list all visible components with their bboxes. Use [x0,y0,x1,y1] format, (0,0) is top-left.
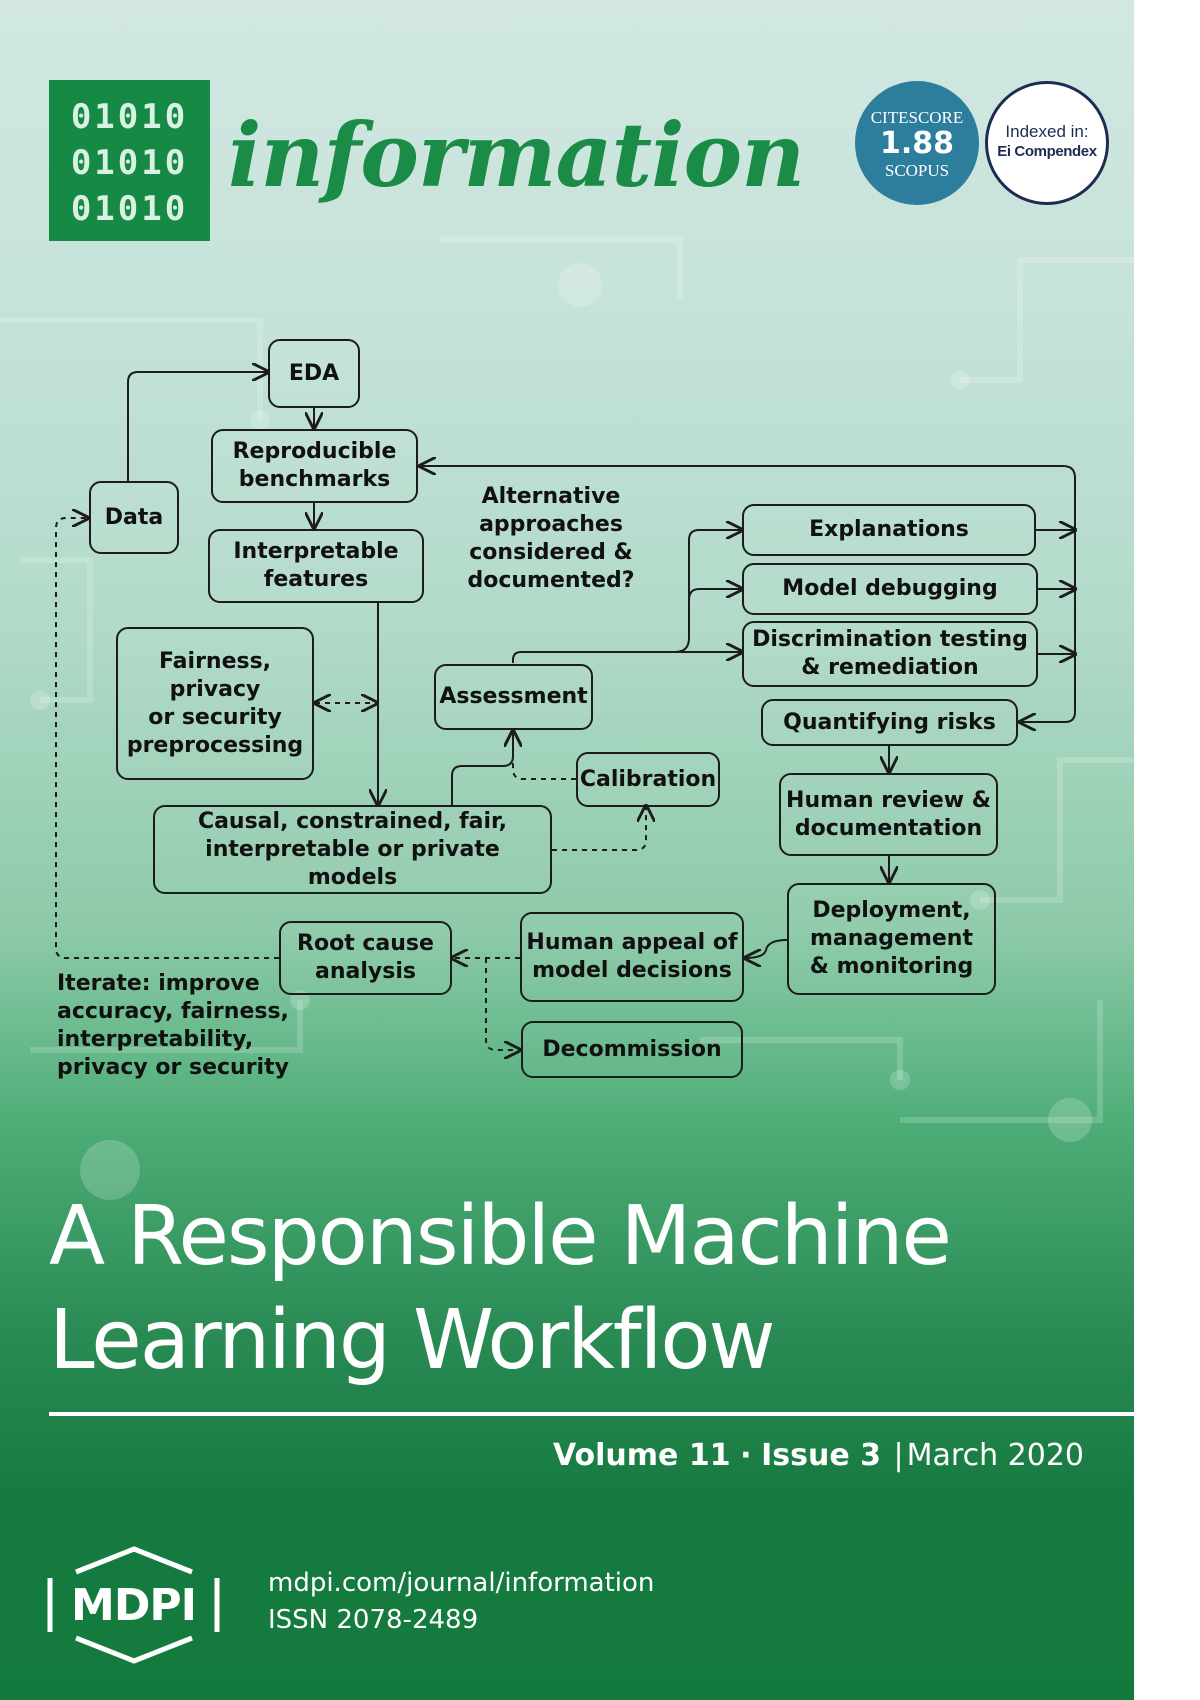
article-headline: A Responsible Machine Learning Workflow [49,1185,1109,1393]
node-calibration: Calibration [576,752,720,807]
node-eda: EDA [268,339,360,408]
logo-binary-row: 01010 [70,143,189,183]
arrow-loop-to-benchmarks [420,466,1076,479]
issue-label: Issue 3 [761,1438,881,1473]
node-human-review: Human review &documentation [779,773,998,856]
arrow-models-to-assessment [451,731,513,805]
arrow-deployment-to-appeal [745,939,788,958]
node-decommission-label: Decommission [542,1036,722,1062]
mdpi-logo-text: MDPI [71,1579,197,1631]
citescore-badge: CITESCORE 1.88 SCOPUS [855,81,979,205]
issue-date: March 2020 [906,1438,1084,1473]
citescore-value: 1.88 [879,126,955,161]
node-assessment: Assessment [434,664,593,730]
node-data-label: Data [104,504,164,530]
node-data: Data [89,481,179,554]
node-deployment-label: Deployment,management& monitoring [809,898,974,979]
logo-binary-row: 01010 [70,97,189,137]
node-eda-label: EDA [288,360,340,386]
indexed-name: Ei Compendex [997,143,1097,160]
node-calibration-label: Calibration [579,766,717,792]
citescore-source: SCOPUS [884,161,950,180]
logo-binary-row: 01010 [70,189,189,229]
workflow-connectors [55,0,1134,1120]
node-deployment: Deployment,management& monitoring [787,883,996,995]
headline-line: A Responsible Machine [49,1189,952,1284]
arrow-assessment-to-explanations [512,530,742,663]
indexed-label: Indexed in: [1005,122,1089,141]
divider-rule [49,1412,1134,1416]
node-assessment-label: Assessment [439,684,588,709]
citescore-label: CITESCORE [870,108,964,127]
node-causal-label: Causal, constrained, fair,interpretable … [197,808,508,890]
node-explanations: Explanations [742,504,1036,556]
arrow-to-decommission [485,958,520,1050]
issue-dot: · [740,1438,752,1473]
arrow-models-to-calibration [552,806,646,851]
node-quantifying-risks: Quantifying risks [761,699,1018,746]
node-human-review-label: Human review &documentation [786,787,991,841]
node-causal-models: Causal, constrained, fair,interpretable … [153,805,552,894]
node-model-debugging-label: Model debugging [782,576,998,601]
journal-title: information [228,103,805,207]
arrow-assessment-to-debugging [688,589,742,601]
arrow-data-to-eda [127,372,268,481]
node-explanations-label: Explanations [809,517,969,542]
arrow-to-quantifying-risks [1020,476,1076,722]
node-quantifying-label: Quantifying risks [783,709,996,735]
journal-url[interactable]: mdpi.com/journal/information [268,1568,655,1598]
node-decommission: Decommission [521,1021,743,1078]
arrow-calibration-to-assessment [513,731,576,780]
journal-cover: 01010 01010 01010 information CITESCORE … [0,0,1134,1700]
mdpi-hexagon-icon [47,1546,220,1664]
node-discrimination-label: Discrimination testing& remediation [752,627,1028,680]
arrow-root-cause-to-data [55,518,279,959]
node-model-debugging: Model debugging [742,563,1038,615]
volume-label: Volume 11 [552,1438,731,1473]
issue-separator: | [893,1438,904,1473]
circuit-background-decoration [0,0,1134,1700]
headline-line: Learning Workflow [49,1293,776,1388]
node-discrimination-testing: Discrimination testing& remediation [742,621,1038,687]
issn-number: ISSN 2078-2489 [268,1605,479,1635]
ei-compendex-badge: Indexed in: Ei Compendex [985,81,1109,205]
issue-info: Volume 11 · Issue 3 |March 2020 [553,1436,1084,1476]
journal-logo-box: 01010 01010 01010 [49,80,210,241]
